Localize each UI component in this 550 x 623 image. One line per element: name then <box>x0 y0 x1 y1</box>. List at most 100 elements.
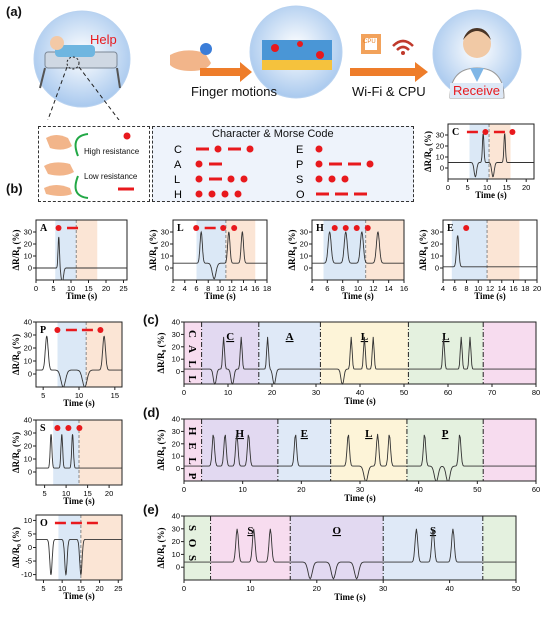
morse-char-O: O <box>296 189 305 201</box>
x-axis-label: Time (s) <box>66 291 98 301</box>
morse-dot <box>97 327 104 333</box>
y-tick-label: -5 <box>25 557 32 566</box>
x-tick-label: 15 <box>77 584 85 593</box>
x-tick-label: 0 <box>446 183 450 192</box>
finger-motions-label: Finger motions <box>191 84 277 99</box>
signal-line <box>36 335 122 388</box>
morse-S-dot <box>341 175 349 183</box>
panel-e-label: (e) <box>143 502 159 517</box>
x-tick-label: 10 <box>483 183 491 192</box>
x-tick-label: 40 <box>414 485 422 494</box>
x-tick-label: 5 <box>41 391 45 400</box>
morse-dot <box>220 225 227 231</box>
morse-char-S: S <box>296 174 303 186</box>
chart-band <box>86 322 122 387</box>
y-tick-label: 20 <box>24 344 32 353</box>
resistance-legend-box <box>38 126 150 202</box>
word-vertical-letter: L <box>186 375 198 382</box>
x-tick-label: 10 <box>354 284 362 293</box>
x-tick-label: 30 <box>312 388 320 397</box>
morse-dot <box>342 225 349 231</box>
signal-line <box>184 528 516 580</box>
y-tick-label: 5 <box>28 529 32 538</box>
morse-E-dot <box>315 145 323 153</box>
y-tick-label: 0 <box>304 264 308 273</box>
x-tick-label: 20 <box>95 584 103 593</box>
chart-band <box>451 220 488 280</box>
word-vertical-letter: E <box>186 442 198 449</box>
word-letter: H <box>235 428 244 440</box>
chart-title: E <box>447 223 454 234</box>
y-axis-label: ΔR/R₀ (%) <box>287 229 297 270</box>
morse-char-P: P <box>296 159 303 171</box>
x-tick-label: 40 <box>445 584 453 593</box>
word-vertical-letter: S <box>186 525 198 531</box>
plot-frame <box>35 219 128 281</box>
x-tick-label: 10 <box>67 284 75 293</box>
morse-dot <box>231 225 238 231</box>
y-axis-label: ΔR/R₀ (%) <box>148 229 158 270</box>
chart-band <box>184 322 202 384</box>
y-tick-label: 40 <box>24 318 32 327</box>
signal-line <box>173 230 267 280</box>
morse-H-dot <box>221 190 229 198</box>
y-tick-label: 0 <box>440 164 444 173</box>
chart-title: L <box>177 223 184 234</box>
y-tick-label: 40 <box>172 415 180 424</box>
y-tick-label: 20 <box>161 240 169 249</box>
x-tick-label: 14 <box>384 284 392 293</box>
x-tick-label: 20 <box>522 183 530 192</box>
x-tick-label: 80 <box>532 388 540 397</box>
y-tick-label: 30 <box>436 131 444 140</box>
y-tick-label: 40 <box>24 416 32 425</box>
chart-band <box>290 516 384 580</box>
morse-title: Character & Morse Code <box>212 128 334 140</box>
y-axis-label: ΔR/R₀ (%) <box>11 334 21 375</box>
chart-title: O <box>40 518 48 529</box>
word-letter: L <box>442 331 449 343</box>
y-axis-label: ΔR/R₀ (%) <box>156 527 166 568</box>
chart-band <box>76 220 98 280</box>
morse-dot <box>76 425 83 431</box>
x-tick-label: 15 <box>84 284 92 293</box>
x-axis-label: Time (s) <box>342 291 374 301</box>
word-letter: S <box>247 525 253 537</box>
y-tick-label: 0 <box>435 264 439 273</box>
morse-dot <box>55 225 62 231</box>
y-tick-label: 30 <box>24 331 32 340</box>
y-tick-label: 10 <box>172 452 180 461</box>
help-label: Help <box>90 32 117 47</box>
morse-dot <box>364 225 371 231</box>
y-axis-label: ΔR/R₀ (%) <box>11 432 21 473</box>
signal-line <box>184 336 536 385</box>
x-tick-label: 8 <box>464 284 468 293</box>
y-axis-label: ΔR/R₀ (%) <box>156 332 166 373</box>
chart-title: A <box>40 223 48 234</box>
low-resistance-label: Low resistance <box>84 172 138 181</box>
x-axis-label: Time (s) <box>344 493 376 503</box>
x-tick-label: 10 <box>474 284 482 293</box>
x-tick-label: 20 <box>268 388 276 397</box>
y-axis-label: ΔR/R₀ (%) <box>11 229 21 270</box>
x-axis-label: Time (s) <box>475 190 507 200</box>
x-tick-label: 8 <box>341 284 345 293</box>
morse-dot <box>463 225 470 231</box>
word-vertical-letter: L <box>186 457 198 464</box>
y-tick-label: 10 <box>24 455 32 464</box>
y-axis-label: ΔR/R₀ (%) <box>156 429 166 470</box>
chart-band <box>320 322 409 384</box>
morse-char-A: A <box>174 159 182 171</box>
x-tick-label: 18 <box>521 284 529 293</box>
chart-band <box>487 220 520 280</box>
x-tick-label: 5 <box>41 584 45 593</box>
chart-title: S <box>40 423 46 434</box>
morse-C-dot <box>214 145 222 153</box>
x-tick-label: 60 <box>532 485 540 494</box>
chart-band <box>483 322 536 384</box>
morse-S-dot <box>328 175 336 183</box>
y-tick-label: 30 <box>161 228 169 237</box>
x-tick-label: 8 <box>206 284 210 293</box>
y-tick-label: 20 <box>24 442 32 451</box>
